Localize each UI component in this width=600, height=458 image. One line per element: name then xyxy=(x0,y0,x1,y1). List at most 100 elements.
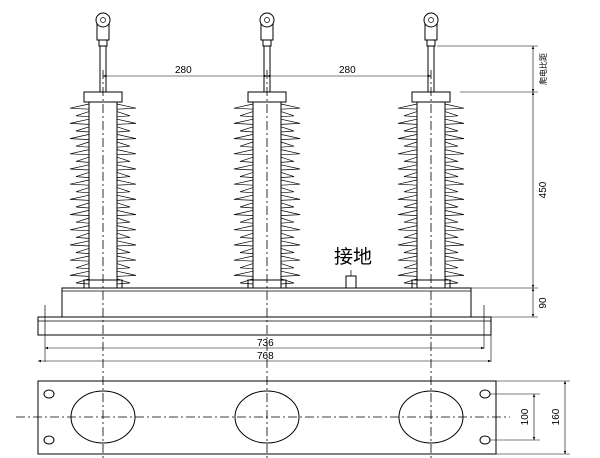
insulator-shed xyxy=(69,270,137,277)
insulator-shed xyxy=(75,263,131,270)
insulator-shed xyxy=(233,103,301,110)
terminal-lug-ring xyxy=(423,12,439,28)
base-width-label: 160 xyxy=(551,408,562,425)
insulator-shed xyxy=(397,210,465,216)
front-view: 接地 280 280 爬电比距 450 90 736 768 xyxy=(37,12,549,458)
mount-hole-top-right xyxy=(479,389,491,399)
insulator-shed xyxy=(239,232,295,239)
insulator-shed xyxy=(403,248,459,254)
terminal-collar xyxy=(98,39,108,47)
insulator-shed xyxy=(397,134,465,140)
terminal-lug-body xyxy=(96,24,110,41)
terminal-collar xyxy=(262,39,272,47)
insulator-shed xyxy=(233,255,301,262)
ground-label: 接地 xyxy=(334,246,372,268)
insulator-shed xyxy=(239,111,295,118)
insulator-shed xyxy=(403,172,459,178)
insulator-shed xyxy=(239,172,295,178)
mount-hole-top-left xyxy=(43,389,55,399)
insulator-shed xyxy=(403,156,459,163)
insulator-shed xyxy=(239,126,295,133)
insulator-shed xyxy=(69,240,137,247)
terminal-lug-ring xyxy=(259,12,275,28)
insulator-shed xyxy=(75,141,131,148)
mounting-span-label: 736 xyxy=(257,338,274,349)
insulator-shed xyxy=(69,194,137,201)
insulator-shed xyxy=(397,194,465,201)
insulator-shed xyxy=(239,248,295,254)
insulator-shed xyxy=(75,202,131,209)
insulator-shed xyxy=(397,240,465,247)
terminal-lug-hole xyxy=(100,17,106,23)
insulator-shed xyxy=(75,187,131,194)
insulator-shed xyxy=(403,141,459,148)
insulator-shed xyxy=(75,111,131,118)
mount-hole-bottom-left xyxy=(43,435,55,445)
insulator-shed xyxy=(397,164,465,171)
terminal-lug-body xyxy=(260,24,274,41)
insulator-middle xyxy=(233,12,301,289)
insulator-shed xyxy=(239,202,295,209)
insulator-shed xyxy=(397,255,465,262)
terminal-lug-hole xyxy=(264,17,270,23)
insulator-shed xyxy=(75,172,131,178)
plan-base-outline xyxy=(37,380,497,455)
insulator-shed xyxy=(233,179,301,186)
insulator-shed xyxy=(239,156,295,163)
overall-length-label: 768 xyxy=(257,351,274,362)
base-height-label: 90 xyxy=(538,297,549,309)
base-channel xyxy=(37,316,492,336)
plan-view: 100 160 xyxy=(16,380,570,455)
insulator-shed xyxy=(69,210,137,216)
insulator-height-label: 450 xyxy=(538,181,549,198)
insulator-shed xyxy=(239,187,295,194)
insulator-shed xyxy=(397,103,465,110)
insulator-shed xyxy=(69,134,137,140)
insulator-shed xyxy=(233,194,301,201)
insulator-shed xyxy=(75,232,131,239)
insulator-opening-left xyxy=(70,390,136,444)
insulator-shed xyxy=(397,179,465,186)
insulator-shed xyxy=(233,240,301,247)
insulator-shed xyxy=(239,217,295,224)
terminal-collar xyxy=(426,39,436,47)
insulator-shed xyxy=(233,118,301,125)
insulator-shed xyxy=(69,118,137,125)
insulator-shed xyxy=(403,202,459,209)
insulator-left xyxy=(69,12,137,289)
insulator-shed xyxy=(397,118,465,125)
insulator-shed xyxy=(397,270,465,277)
insulator-shed xyxy=(233,270,301,277)
insulator-shed xyxy=(75,248,131,254)
insulator-shed xyxy=(75,156,131,163)
insulator-shed xyxy=(69,225,137,232)
insulator-shed xyxy=(397,225,465,232)
insulator-opening-middle xyxy=(234,390,300,444)
insulator-shed xyxy=(403,126,459,133)
insulator-shed xyxy=(239,263,295,270)
creepage-note: 爬电比距 xyxy=(538,53,548,85)
hole-spacing-label: 100 xyxy=(520,408,531,425)
insulator-shed xyxy=(403,187,459,194)
insulator-shed xyxy=(75,217,131,224)
insulator-shed xyxy=(69,164,137,171)
terminal-lug-body xyxy=(424,24,438,41)
phase-spacing-right: 280 xyxy=(339,65,356,76)
insulator-shed xyxy=(69,179,137,186)
insulator-shed xyxy=(239,141,295,148)
insulator-shed xyxy=(69,149,137,156)
insulator-shed xyxy=(403,232,459,239)
terminal-lug-hole xyxy=(428,17,434,23)
insulator-shed xyxy=(75,126,131,133)
insulator-shed xyxy=(233,210,301,216)
insulator-shed xyxy=(69,103,137,110)
insulator-shed xyxy=(233,134,301,140)
housing-box xyxy=(61,287,472,318)
insulator-shed xyxy=(233,149,301,156)
insulator-shed xyxy=(403,217,459,224)
insulator-shed xyxy=(397,149,465,156)
insulator-shed xyxy=(403,111,459,118)
insulator-opening-right xyxy=(398,390,464,444)
mount-hole-bottom-right xyxy=(479,435,491,445)
